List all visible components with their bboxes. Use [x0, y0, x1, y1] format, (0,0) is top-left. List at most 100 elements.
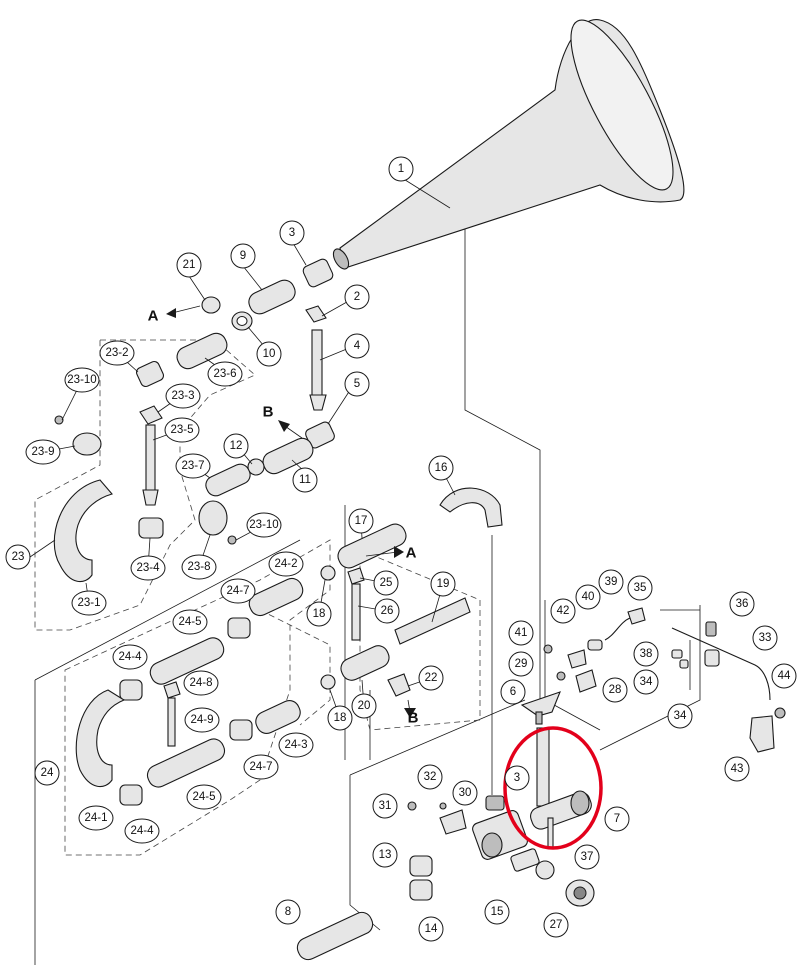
part-4-pipe [311, 329, 323, 403]
group-24-3-link [259, 609, 331, 726]
callout-24-9: 24-9 [184, 707, 220, 733]
callout-44: 44 [771, 663, 797, 689]
callout-number: 23-7 [181, 460, 204, 472]
callout-23-4: 23-4 [130, 555, 166, 581]
callout-42: 42 [550, 598, 576, 624]
callout-number: 3 [514, 772, 520, 784]
part-24-5-tube-a [149, 637, 225, 685]
callout-circle [372, 793, 398, 819]
callout-number: 24 [41, 767, 54, 779]
callout-24-1: 24-1 [78, 805, 114, 831]
callout-23-10: 23-10 [64, 367, 100, 393]
callout-24-7: 24-7 [243, 754, 279, 780]
callout-30: 30 [452, 780, 478, 806]
upper-assembly-parts [53, 258, 335, 583]
callout-circle [184, 707, 220, 733]
part-23-5-pipe [145, 424, 156, 498]
part-26-pipe [351, 583, 361, 641]
callout-circle [5, 544, 31, 570]
letter-arrows [166, 305, 416, 718]
callout-3: 3 [504, 765, 530, 791]
part-24-4-coupler-b [119, 784, 143, 806]
callout-23: 23 [5, 544, 31, 570]
ref-letter-b: B [408, 710, 419, 727]
callout-number: 27 [550, 919, 563, 931]
callout-number: 16 [435, 462, 448, 474]
callout-23-8: 23-8 [181, 554, 217, 580]
callout-35: 35 [627, 575, 653, 601]
callout-circle [508, 651, 534, 677]
callout-circle [278, 732, 314, 758]
callout-number: 5 [354, 378, 360, 390]
callout-36: 36 [729, 591, 755, 617]
callout-number: 24-9 [190, 714, 213, 726]
callout-circle [344, 371, 370, 397]
part-24-5-tube-b [146, 738, 226, 788]
callout-circle [575, 584, 601, 610]
callout-24-3: 24-3 [278, 732, 314, 758]
callout-circle [418, 665, 444, 691]
callout-number: 37 [581, 851, 594, 863]
part-22-valve [387, 673, 411, 697]
callout-number: 10 [263, 348, 276, 360]
callout-circle [344, 284, 370, 310]
callout-24-4: 24-4 [124, 818, 160, 844]
callout-number: 4 [354, 340, 361, 352]
ref-letter-b: B [263, 404, 274, 421]
callout-24: 24 [34, 760, 60, 786]
callout-circle [124, 818, 160, 844]
callout-23-3: 23-3 [165, 383, 201, 409]
callout-15: 15 [484, 899, 510, 925]
callout-31: 31 [372, 793, 398, 819]
callout-circle [256, 341, 282, 367]
callout-6: 6 [500, 679, 526, 705]
frame-line-bottom-top [349, 699, 526, 776]
callout-number: 23 [12, 551, 25, 563]
highlight-circle-part-7 [503, 726, 603, 850]
part-20-tube [340, 645, 390, 681]
callout-number: 13 [379, 849, 392, 861]
part-23-4-coupler [138, 517, 164, 539]
callout-24-8: 24-8 [183, 670, 219, 696]
callout-number: 18 [334, 712, 347, 724]
callout-circle [602, 677, 628, 703]
group-23-outline [34, 339, 256, 631]
callout-circle [724, 756, 750, 782]
part-14-coupler [409, 879, 433, 901]
callout-number: 11 [299, 474, 311, 486]
callout-number: 12 [230, 440, 243, 452]
callout-23-10: 23-10 [246, 512, 282, 538]
part-23-10-screw-a [54, 415, 64, 425]
callout-circle [633, 641, 659, 667]
callout-circle [243, 754, 279, 780]
callout-circle [175, 453, 211, 479]
part-39-cable [604, 617, 631, 641]
callout-24-7: 24-7 [220, 578, 256, 604]
callout-circle [306, 601, 332, 627]
callout-number: 33 [759, 632, 772, 644]
callout-29: 29 [508, 651, 534, 677]
callout-number: 25 [380, 577, 393, 589]
part-17-tube [337, 523, 407, 569]
callout-number: 2 [354, 291, 360, 303]
part-9-tube [248, 279, 296, 315]
callout-number: 24-1 [84, 812, 107, 824]
frame-line-bell-down [464, 215, 541, 720]
callout-12: 12 [223, 433, 249, 459]
callout-circle [372, 842, 398, 868]
callout-11: 11 [292, 467, 318, 493]
callout-number: 31 [379, 800, 392, 812]
part-3-coupler [302, 258, 334, 288]
callout-circle [25, 439, 61, 465]
callout-circle [627, 575, 653, 601]
part-40-spring [587, 639, 603, 651]
callout-24-5: 24-5 [186, 784, 222, 810]
part-12-ring [247, 458, 265, 476]
part-15-ring [535, 860, 555, 880]
group-24-outline [64, 539, 331, 856]
callout-circle [771, 663, 797, 689]
callout-circle [172, 609, 208, 635]
callout-13: 13 [372, 842, 398, 868]
callout-circle [667, 703, 693, 729]
callout-number: 26 [381, 605, 394, 617]
